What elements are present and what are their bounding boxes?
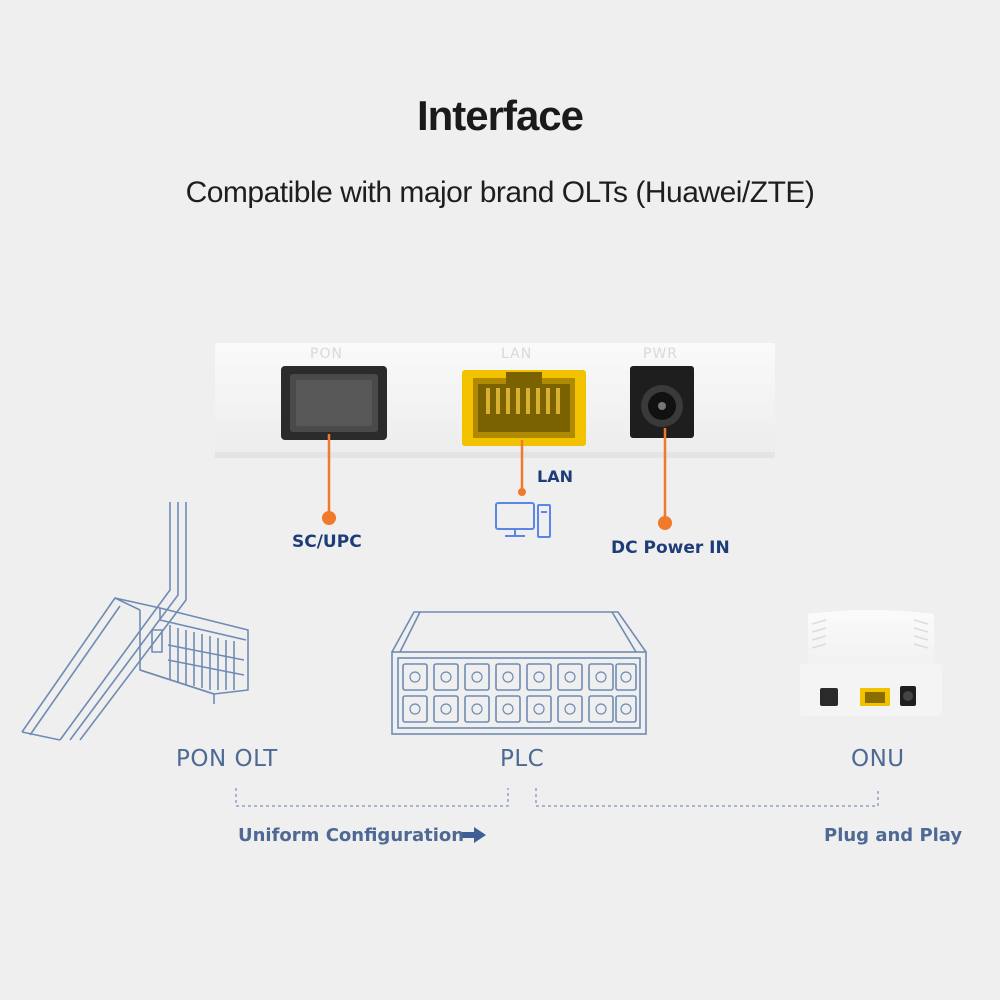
plug-and-play-label: Plug and Play xyxy=(824,825,963,846)
dc-power-label: DC Power IN xyxy=(611,538,730,558)
olt-label: PON OLT xyxy=(176,746,278,772)
bracket-uniform xyxy=(235,788,509,807)
olt-line-drawing xyxy=(21,502,249,741)
lan-callout-dot xyxy=(518,488,526,496)
lan-rj45-port xyxy=(462,370,586,446)
plc-splitter-drawing xyxy=(391,611,647,735)
sc-callout-dot xyxy=(322,511,336,525)
page-subtitle: Compatible with major brand OLTs (Huawei… xyxy=(185,176,815,209)
page-title: Interface xyxy=(416,92,584,139)
computer-icon xyxy=(495,502,551,538)
uniform-configuration-label: Uniform Configuration xyxy=(238,825,465,846)
dc-callout-dot xyxy=(658,516,672,530)
lan-label: LAN xyxy=(537,467,573,486)
sc-upc-label: SC/UPC xyxy=(292,532,362,552)
dc-power-jack xyxy=(630,366,694,438)
panel-label-pwr: PWR xyxy=(643,346,679,362)
bracket-plug xyxy=(535,788,879,807)
onu-device xyxy=(800,610,942,716)
panel-label-pon: PON xyxy=(310,346,343,362)
plc-label: PLC xyxy=(500,746,545,772)
onu-label: ONU xyxy=(851,746,905,772)
arrow-right-icon xyxy=(462,827,486,843)
pon-sc-port xyxy=(281,366,387,440)
panel-label-lan: LAN xyxy=(501,346,533,362)
